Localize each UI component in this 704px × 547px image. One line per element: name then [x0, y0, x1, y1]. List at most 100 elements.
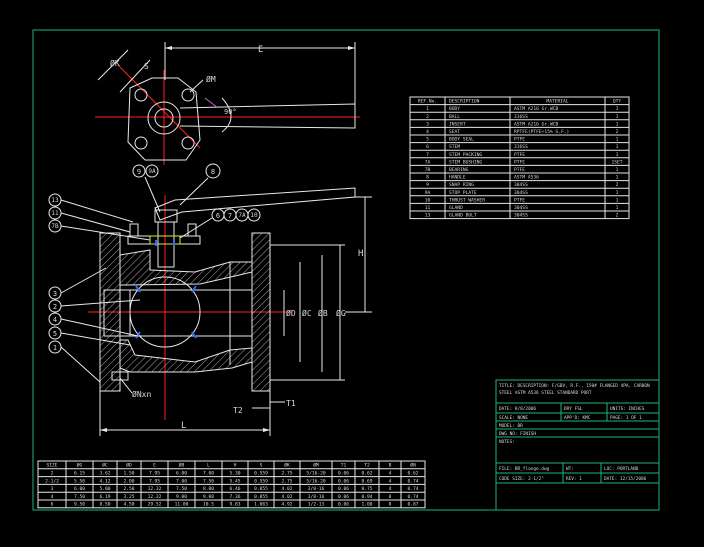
dim-header-cell: ØN [410, 462, 416, 469]
dim-cell: 5.00 [99, 486, 110, 492]
dim-cell: 6.19 [99, 494, 110, 500]
bom-cell: GLAND [449, 205, 463, 211]
title-block: TITLE: DESCRIPTION: F/GBV, R.F., 150# FL… [495, 379, 660, 511]
dim-cell: 0.74 [407, 478, 418, 484]
dim-cell: 0.06 [338, 486, 349, 492]
dim-label-h: H [358, 249, 363, 259]
dim-cell: 7.50 [203, 478, 214, 484]
balloon: 7A [238, 212, 246, 219]
balloon: 5 [53, 330, 57, 338]
bom-cell: 1 [426, 106, 429, 112]
bom-cell: RPTFE(PTFE+15% G.F.) [514, 129, 569, 135]
dim-cell: 8 [389, 494, 392, 500]
dim-header-cell: ØG [77, 462, 83, 469]
title-line-1: TITLE: DESCRIPTION: F/GBV, R.F., 150# FL… [499, 383, 650, 389]
dim-cell: 0.06 [338, 502, 349, 508]
dim-cell: 2.50 [123, 486, 134, 492]
dim-label-k: ØK [110, 58, 120, 68]
bom-cell: BALL [449, 114, 460, 120]
dim-cell: 5/16-20 [306, 478, 326, 484]
title-drawn-by: DRY FSL [564, 406, 583, 412]
dim-label-n: ØNxn [132, 389, 151, 399]
dim-cell: 7.95 [149, 471, 160, 477]
bom-cell: 9A [425, 190, 431, 196]
dim-label-c: ØC [302, 308, 312, 318]
dim-cell: 7.95 [149, 478, 160, 484]
balloon: 9A [148, 168, 156, 175]
dim-cell: 1.00 [361, 502, 372, 508]
dim-cell: 0.94 [361, 494, 372, 500]
bom-cell: 304SS [514, 182, 528, 188]
dim-cell: 29.52 [148, 502, 162, 508]
bom-cell: STEM BUSHING [449, 159, 482, 165]
bom-cell: 9 [426, 182, 429, 188]
bom-header-cell: QTY [613, 99, 622, 105]
dim-cell: 9.83 [229, 502, 240, 508]
bom-cell: PTFE [514, 159, 525, 165]
balloon-group-left-bottom: 3 2 4 5 1 [48, 267, 141, 383]
bom-cell: PTFE [514, 197, 525, 203]
dim-header-cell: E [153, 463, 156, 469]
dim-cell: 0.69 [361, 478, 372, 484]
dim-label-b: ØB [318, 308, 328, 318]
bom-cell: INSERT [449, 121, 466, 127]
dim-cell: 0.74 [407, 494, 418, 500]
bom-cell: PTFE [514, 152, 525, 158]
bom-cell: 1 [616, 190, 619, 196]
bom-cell: 5 [426, 137, 429, 143]
dim-cell: 0.855 [254, 494, 268, 500]
bom-cell: 1 [616, 106, 619, 112]
dim-cell: 2.75 [281, 471, 292, 477]
bom-cell: STOP PLATE [449, 190, 477, 196]
bom-cell: 2 [426, 114, 429, 120]
balloon-group-mid: 6 7 7A 10 [179, 208, 261, 239]
dim-cell: 0.62 [361, 471, 372, 477]
dim-cell: 0.06 [338, 478, 349, 484]
balloon: 3 [53, 290, 57, 298]
balloon: 7B [51, 223, 59, 230]
dim-cell: 8 [389, 502, 392, 508]
bom-cell: 11 [425, 205, 431, 211]
dim-cell: 0.87 [407, 502, 418, 508]
dim-cell: 2-1/2 [45, 478, 59, 484]
balloon: 9 [137, 168, 141, 176]
dim-cell: 5.45 [229, 478, 240, 484]
dim-cell: 5.30 [229, 471, 240, 477]
bom-cell: 1 [616, 197, 619, 203]
dim-cell: 10.5 [203, 502, 214, 508]
bom-cell: 1 [616, 152, 619, 158]
bom-cell: 1 [616, 144, 619, 150]
dim-cell: 2 [51, 471, 54, 477]
balloon: 4 [53, 316, 57, 324]
dim-header-cell: H [234, 463, 237, 469]
dim-cell: 7.36 [229, 494, 240, 500]
dim-header-cell: B [389, 463, 392, 469]
dim-cell: 3/8-16 [308, 494, 325, 500]
bom-cell: 6 [426, 144, 429, 150]
dim-cell: 7.00 [176, 478, 187, 484]
bom-cell: 13 [425, 213, 431, 219]
balloon: 11 [51, 210, 59, 217]
bom-cell: 10 [425, 197, 431, 203]
dim-label-m: ØM [206, 74, 216, 84]
dim-header-cell: ØK [284, 462, 290, 469]
bom-cell: ASTM A536 [514, 175, 539, 181]
title-file: FILE: BR_flange.dwg [499, 466, 550, 472]
bom-cell: SEAT [449, 129, 460, 135]
bom-cell: 1 [616, 137, 619, 143]
dim-cell: 4 [51, 494, 54, 500]
bom-header-cell: REF.No. [418, 99, 437, 105]
bom-header-cell: MATERIAL [546, 99, 568, 105]
dim-label-e: E [258, 45, 263, 55]
title-notes: NOTES: [499, 439, 515, 445]
dim-label-d: ØD [286, 308, 296, 318]
title-loc: LOC: PORTLAND [604, 466, 639, 472]
dim-cell: 9.00 [176, 494, 187, 500]
dim-cell: 9.50 [74, 502, 85, 508]
dim-header-cell: SIZE [46, 463, 57, 469]
dim-header-cell: ØB [179, 462, 185, 469]
dim-header-cell: L [207, 463, 210, 469]
title-finish: DWG NO: FINISH [499, 431, 536, 437]
